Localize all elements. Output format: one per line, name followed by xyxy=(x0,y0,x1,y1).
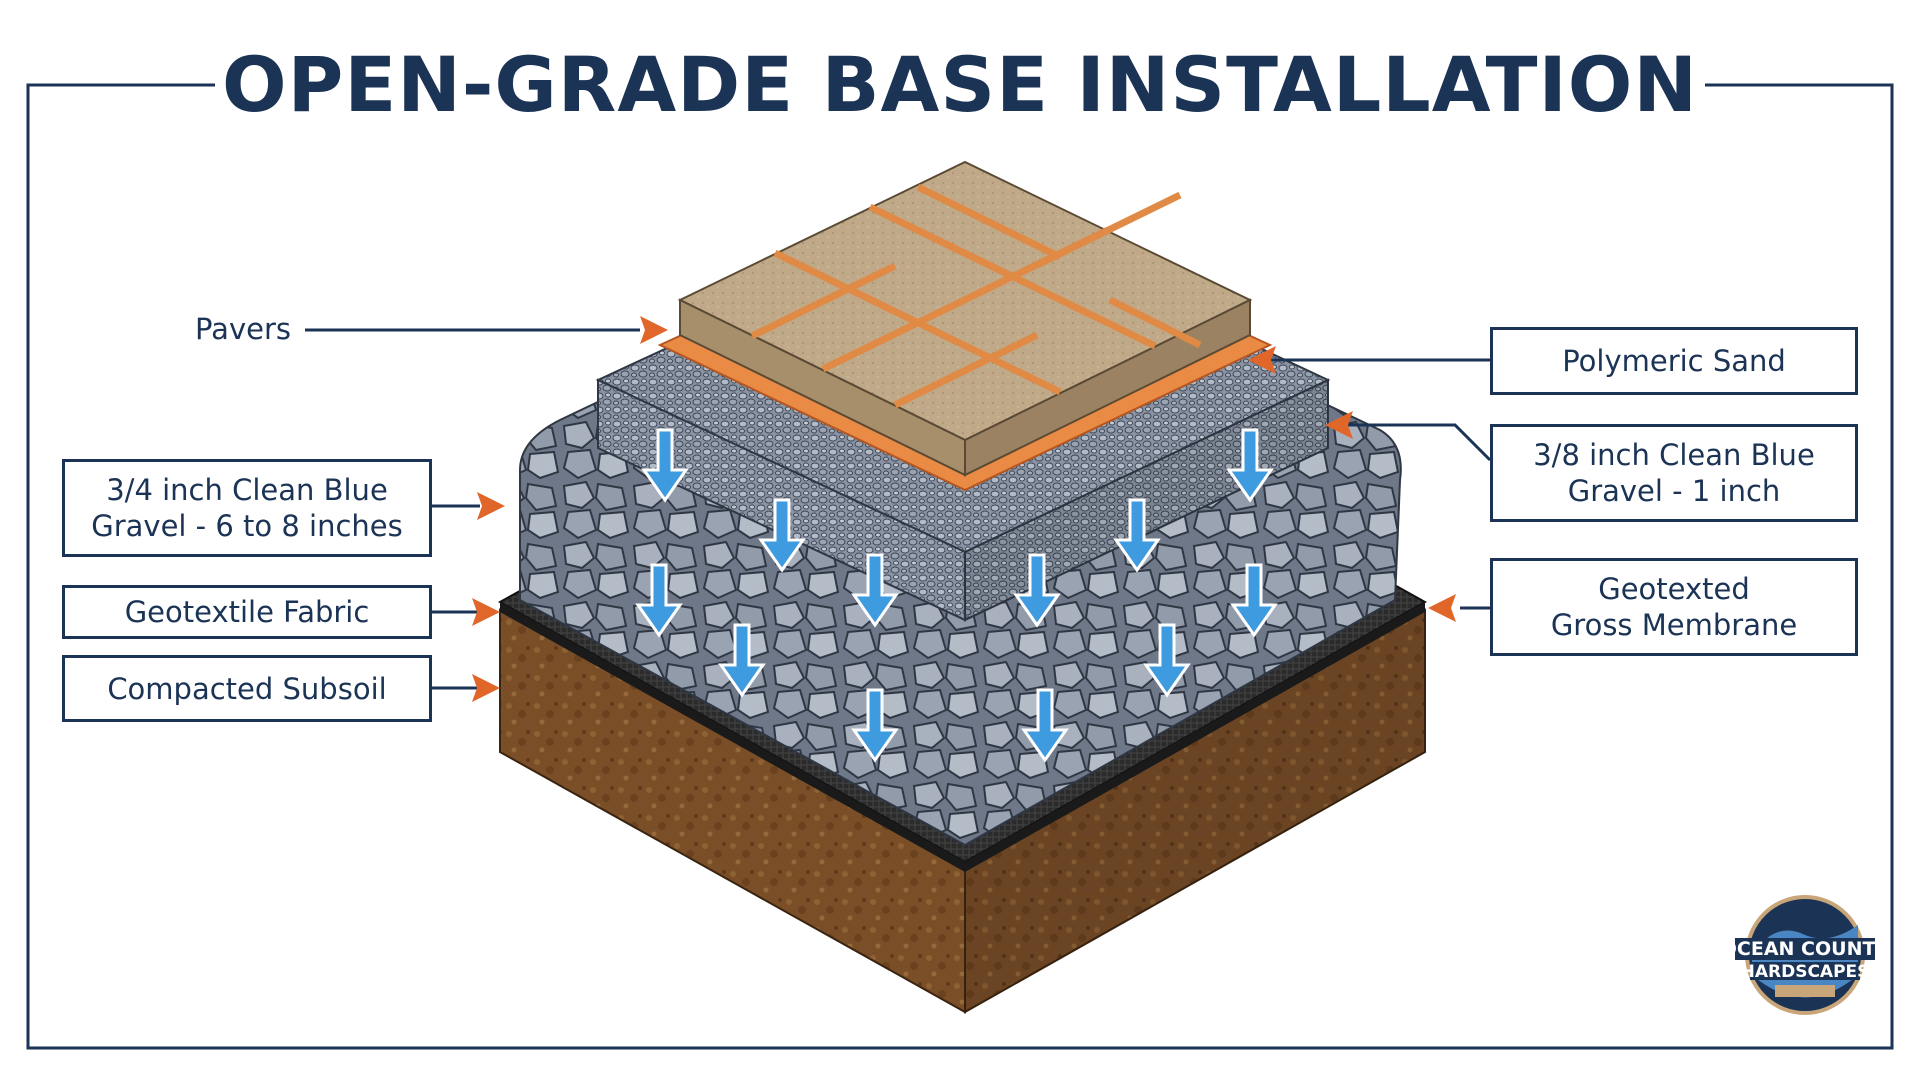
down-flow-arrow-icon xyxy=(635,563,683,638)
label-membrane-line1: Geotexted xyxy=(1598,572,1750,606)
label-coarse-gravel: 3/4 inch Clean Blue Gravel - 6 to 8 inch… xyxy=(62,459,432,557)
logo-line1: OCEAN COUNTY xyxy=(1721,938,1890,960)
company-logo: OCEAN COUNTY HARDSCAPES xyxy=(1721,895,1890,1015)
pointer-arrow-icon xyxy=(1248,346,1276,374)
pointer-arrow-icon xyxy=(472,674,500,702)
fine-gravel-right xyxy=(964,378,1329,622)
pointer-arrow-icon xyxy=(1428,594,1456,622)
logo-line2: HARDSCAPES xyxy=(1741,962,1870,982)
down-flow-arrow-icon xyxy=(641,428,689,503)
label-fine-gravel-line1: 3/8 inch Clean Blue xyxy=(1533,438,1815,472)
pointer-arrow-icon xyxy=(1325,411,1353,439)
label-pavers: Pavers xyxy=(195,312,291,346)
label-geotextile-text: Geotextile Fabric xyxy=(124,595,370,629)
label-fine-gravel-line2: Gravel - 1 inch xyxy=(1567,474,1781,508)
water-flow-arrows xyxy=(635,428,1278,763)
down-flow-arrow-icon xyxy=(758,498,806,573)
down-flow-arrow-icon xyxy=(851,688,899,763)
down-flow-arrow-icon xyxy=(718,623,766,698)
pointer-arrow-icon xyxy=(477,492,505,520)
down-flow-arrow-icon xyxy=(851,553,899,628)
label-coarse-gravel-line2: Gravel - 6 to 8 inches xyxy=(91,509,403,543)
label-membrane-line2: Gross Membrane xyxy=(1550,608,1798,642)
label-subsoil-text: Compacted Subsoil xyxy=(107,671,387,706)
pointer-arrow-icon xyxy=(472,598,500,626)
paver-right-edge xyxy=(964,298,1251,477)
label-fine-gravel: 3/8 inch Clean Blue Gravel - 1 inch xyxy=(1490,424,1858,522)
pointer-arrow-icon xyxy=(640,316,668,344)
label-polymeric-sand: Polymeric Sand xyxy=(1490,327,1858,395)
down-flow-arrow-icon xyxy=(1226,428,1274,503)
down-flow-arrow-icon xyxy=(1013,553,1061,628)
down-flow-arrow-icon xyxy=(1113,498,1161,573)
label-membrane: Geotexted Gross Membrane xyxy=(1490,558,1858,656)
paver-joints xyxy=(750,183,1202,409)
pointer-arrows xyxy=(472,316,1456,702)
down-flow-arrow-icon xyxy=(1021,688,1069,763)
label-geotextile: Geotextile Fabric xyxy=(62,585,432,639)
down-flow-arrow-icon xyxy=(1230,563,1278,638)
label-coarse-gravel-line1: 3/4 inch Clean Blue xyxy=(106,473,388,507)
leader-lines xyxy=(305,328,1492,690)
label-polymeric-sand-text: Polymeric Sand xyxy=(1562,344,1786,378)
down-flow-arrow-icon xyxy=(1143,623,1191,698)
label-subsoil: Compacted Subsoil xyxy=(62,655,432,722)
page-title: OPEN-GRADE BASE INSTALLATION xyxy=(222,40,1698,129)
